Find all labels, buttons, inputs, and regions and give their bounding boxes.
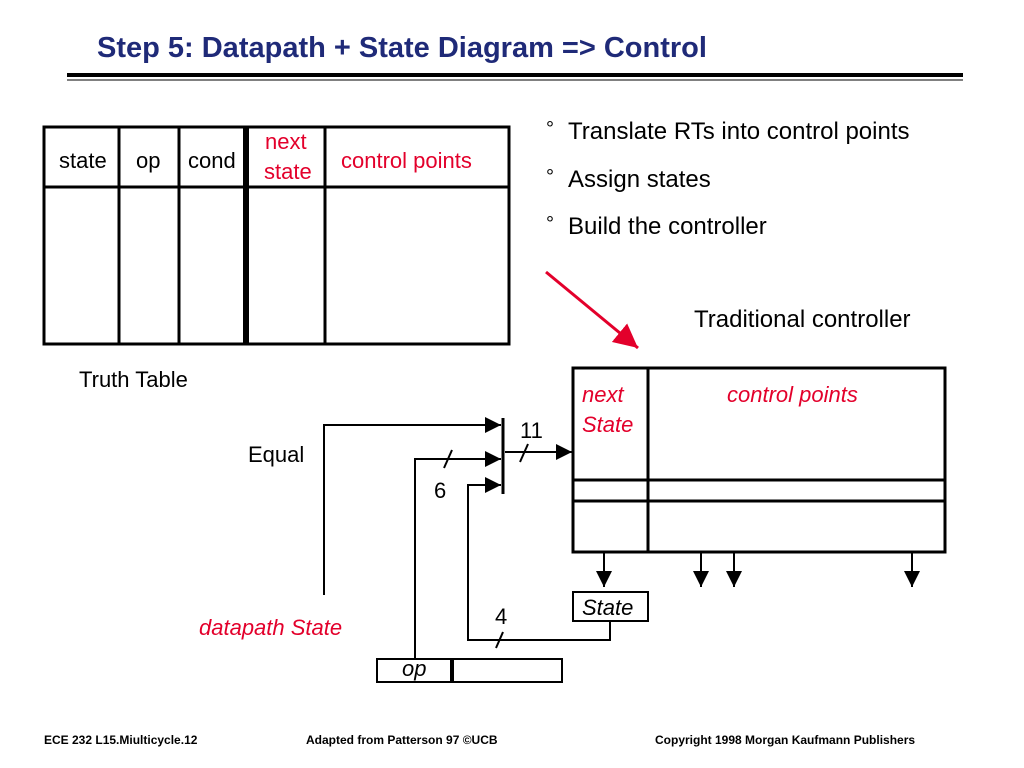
truth-table-caption: Truth Table xyxy=(79,367,188,392)
state-register-label: State xyxy=(582,595,634,620)
bullet-item: °Translate RTs into control points xyxy=(546,118,910,145)
page-title: Step 5: Datapath + State Diagram => Cont… xyxy=(97,32,707,64)
traditional-controller-caption: Traditional controller xyxy=(694,306,911,333)
header-cond: cond xyxy=(188,148,236,173)
footer-right: Copyright 1998 Morgan Kaufmann Publisher… xyxy=(655,733,916,747)
header-state: state xyxy=(59,148,107,173)
rom-next-state-line1: next xyxy=(582,382,624,407)
op-wire xyxy=(414,451,501,659)
truth-table xyxy=(42,125,511,346)
bullet-marker: ° xyxy=(546,118,554,140)
datapath-state-label: datapath State xyxy=(199,615,343,640)
rom-next-state-line2: State xyxy=(582,412,634,437)
bus-width-4: 4 xyxy=(495,604,508,629)
footer-center: Adapted from Patterson 97 ©UCB xyxy=(306,733,498,747)
bullet-item: °Build the controller xyxy=(546,213,767,240)
bullet-marker: ° xyxy=(546,166,554,188)
opcode-label: op xyxy=(402,656,427,681)
bullet-marker: ° xyxy=(546,213,554,235)
opcode-register-box xyxy=(376,658,563,683)
header-op: op xyxy=(136,148,161,173)
bus-width-11: 11 xyxy=(520,418,543,443)
red-pointer-arrow xyxy=(545,270,639,350)
header-next-state-line1: next xyxy=(265,129,307,154)
footer-left: ECE 232 L15.Miulticycle.12 xyxy=(44,733,198,747)
title-underline xyxy=(67,73,963,81)
state-feedback-wire xyxy=(467,477,611,641)
bus-width-slashes xyxy=(443,443,529,649)
header-next-state-line2: state xyxy=(264,159,312,184)
bullet-item: °Assign states xyxy=(546,166,711,193)
rom-control-points: control points xyxy=(727,382,858,407)
header-control-points: control points xyxy=(341,148,472,173)
equal-label: Equal xyxy=(248,442,305,467)
equal-wire xyxy=(323,417,501,595)
control-output-arrows xyxy=(596,552,920,587)
bus-width-6: 6 xyxy=(434,478,447,503)
controller-rom xyxy=(571,366,947,554)
